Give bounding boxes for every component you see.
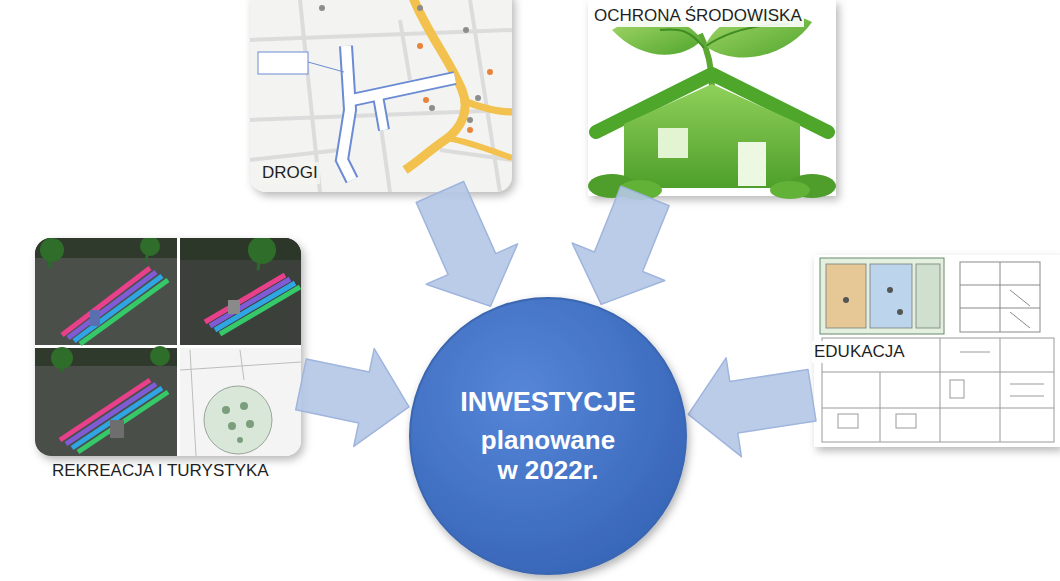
picture-panel: DROGI <box>250 0 512 192</box>
eco-house-picture <box>588 0 836 196</box>
circle-subtitle: planowane w 2022r. <box>466 425 630 487</box>
picture-panel: REKREACJA I TURYSTYKA <box>35 238 303 486</box>
eco-house <box>588 11 836 200</box>
map-streets <box>250 0 512 192</box>
category-label: REKREACJA I TURYSTYKA <box>50 460 271 482</box>
block-arrow <box>688 358 816 457</box>
block-arrow <box>416 182 517 307</box>
block-arrow <box>572 186 669 304</box>
central-circle: INWESTYCJE planowane w 2022r. <box>408 296 688 576</box>
playground-renders <box>35 238 301 456</box>
picture-panel: OCHRONA ŚRODOWISKA <box>588 0 836 196</box>
playground-panels <box>35 238 301 456</box>
circle-heading: INWESTYCJE <box>458 386 638 419</box>
category-label: OCHRONA ŚRODOWISKA <box>592 5 804 27</box>
block-arrow <box>296 349 409 447</box>
picture-panel: EDUKACJA <box>812 255 1060 447</box>
category-label: DROGI <box>260 162 320 184</box>
map-picture <box>250 0 512 192</box>
category-label: EDUKACJA <box>812 341 907 363</box>
